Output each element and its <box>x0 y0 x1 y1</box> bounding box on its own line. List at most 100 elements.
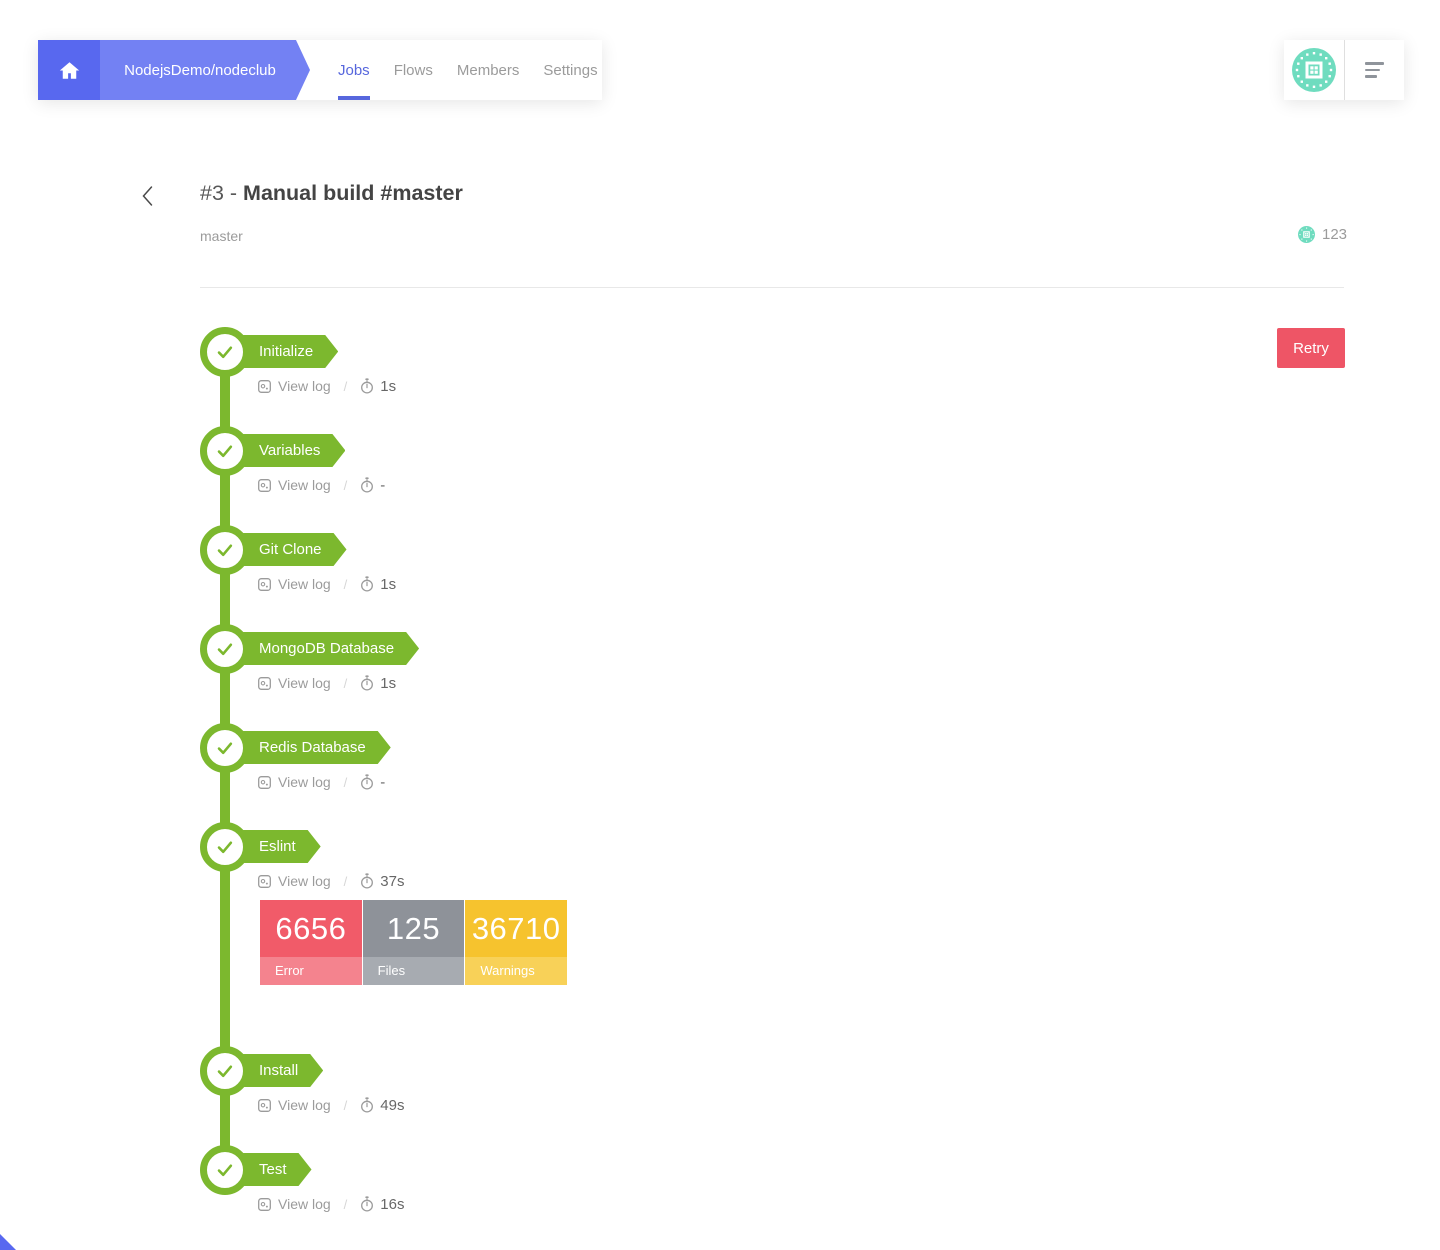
step-name: Test <box>259 1161 287 1178</box>
step-status-circle <box>200 822 250 872</box>
view-log-link[interactable]: View log <box>258 675 331 691</box>
step-meta: View log / 1s <box>258 673 396 693</box>
view-log-link[interactable]: View log <box>258 774 331 790</box>
stat-label: Files <box>362 957 465 985</box>
check-icon <box>217 445 233 458</box>
log-icon <box>258 577 271 591</box>
home-icon <box>59 61 79 79</box>
stat-label: Warnings <box>465 957 568 985</box>
step-label: Eslint <box>240 830 321 863</box>
header-divider <box>200 287 1344 288</box>
stopwatch-icon <box>361 378 374 394</box>
duration-value: 16s <box>380 1195 405 1213</box>
view-log-label: View log <box>278 477 331 493</box>
step-meta: View log / 16s <box>258 1194 404 1214</box>
step-meta: View log / 1s <box>258 376 396 396</box>
user-card <box>1284 40 1404 100</box>
check-icon <box>217 742 233 755</box>
step-duration: 16s <box>360 1196 404 1213</box>
step-duration: - <box>360 774 385 791</box>
identicon-avatar-icon <box>1292 48 1336 92</box>
view-log-label: View log <box>278 378 331 394</box>
view-log-link[interactable]: View log <box>258 873 331 889</box>
hamburger-icon <box>1364 62 1385 78</box>
view-log-label: View log <box>278 675 331 691</box>
stopwatch-icon <box>361 675 374 691</box>
separator: / <box>343 576 348 592</box>
build-number: #3 - <box>200 181 244 205</box>
build-title: #3 - Manual build #master <box>200 181 463 206</box>
retry-button[interactable]: Retry <box>1277 328 1345 368</box>
tab-members[interactable]: Members <box>456 61 520 79</box>
nav-tabs: Jobs Flows Members Settings <box>326 40 610 100</box>
step-name: Install <box>259 1062 299 1079</box>
step-name: Git Clone <box>259 541 322 558</box>
breadcrumb[interactable]: NodejsDemo/nodeclub <box>100 40 310 100</box>
view-log-label: View log <box>278 774 331 790</box>
chevron-left-icon <box>142 186 153 206</box>
step-label: Git Clone <box>240 533 347 566</box>
log-icon <box>258 676 271 690</box>
tab-settings[interactable]: Settings <box>543 61 598 79</box>
step-label: Variables <box>240 434 345 467</box>
duration-value: 37s <box>380 872 405 890</box>
separator: / <box>343 477 348 493</box>
view-log-label: View log <box>278 576 331 592</box>
user-avatar[interactable] <box>1284 40 1344 100</box>
step-label: Test <box>240 1153 312 1186</box>
check-icon <box>217 346 233 359</box>
step-status-circle <box>200 1145 250 1195</box>
step-duration: 1s <box>360 576 396 593</box>
check-icon <box>217 643 233 656</box>
check-icon <box>217 1065 233 1078</box>
step-status-circle <box>200 426 250 476</box>
step-status-circle <box>200 327 250 377</box>
tab-flows[interactable]: Flows <box>393 61 433 79</box>
step-label: MongoDB Database <box>240 632 419 665</box>
duration-value: - <box>380 773 386 791</box>
build-meta: 123 <box>1298 226 1347 243</box>
step-name: MongoDB Database <box>259 640 395 657</box>
top-navbar: NodejsDemo/nodeclub Jobs Flows Members Sett… <box>38 40 602 100</box>
tab-jobs[interactable]: Jobs <box>326 40 382 100</box>
step-duration: 37s <box>360 873 404 890</box>
view-log-link[interactable]: View log <box>258 1097 331 1113</box>
identicon-small-icon <box>1298 226 1315 243</box>
menu-button[interactable] <box>1344 40 1404 100</box>
view-log-link[interactable]: View log <box>258 378 331 394</box>
home-button[interactable] <box>38 40 100 100</box>
step-status-circle <box>200 624 250 674</box>
stopwatch-icon <box>361 1097 374 1113</box>
step-label: Initialize <box>240 335 338 368</box>
step-duration: - <box>360 477 385 494</box>
step-duration: 1s <box>360 378 396 395</box>
step-name: Redis Database <box>259 739 366 756</box>
view-log-label: View log <box>278 873 331 889</box>
check-icon <box>217 544 233 557</box>
log-icon <box>258 1098 271 1112</box>
step-name: Variables <box>259 442 321 459</box>
step-label: Redis Database <box>240 731 391 764</box>
view-log-label: View log <box>278 1097 331 1113</box>
view-log-link[interactable]: View log <box>258 477 331 493</box>
separator: / <box>343 873 348 889</box>
stopwatch-icon <box>361 477 374 493</box>
log-icon <box>258 379 271 393</box>
log-icon <box>258 874 271 888</box>
separator: / <box>343 1196 348 1212</box>
view-log-link[interactable]: View log <box>258 1196 331 1212</box>
step-duration: 1s <box>360 675 396 692</box>
view-log-link[interactable]: View log <box>258 576 331 592</box>
back-button[interactable] <box>140 184 158 208</box>
separator: / <box>343 774 348 790</box>
check-icon <box>217 1164 233 1177</box>
separator: / <box>343 675 348 691</box>
duration-value: - <box>380 476 386 494</box>
branch-label: master <box>200 228 243 244</box>
duration-value: 1s <box>380 575 397 593</box>
duration-value: 1s <box>380 377 397 395</box>
build-count: 123 <box>1322 226 1348 243</box>
stopwatch-icon <box>361 576 374 592</box>
